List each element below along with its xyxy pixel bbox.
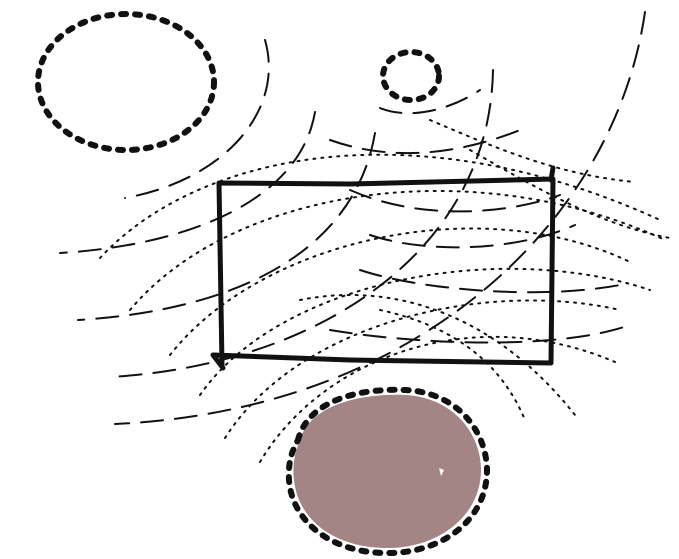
filled-circle bbox=[293, 395, 481, 548]
